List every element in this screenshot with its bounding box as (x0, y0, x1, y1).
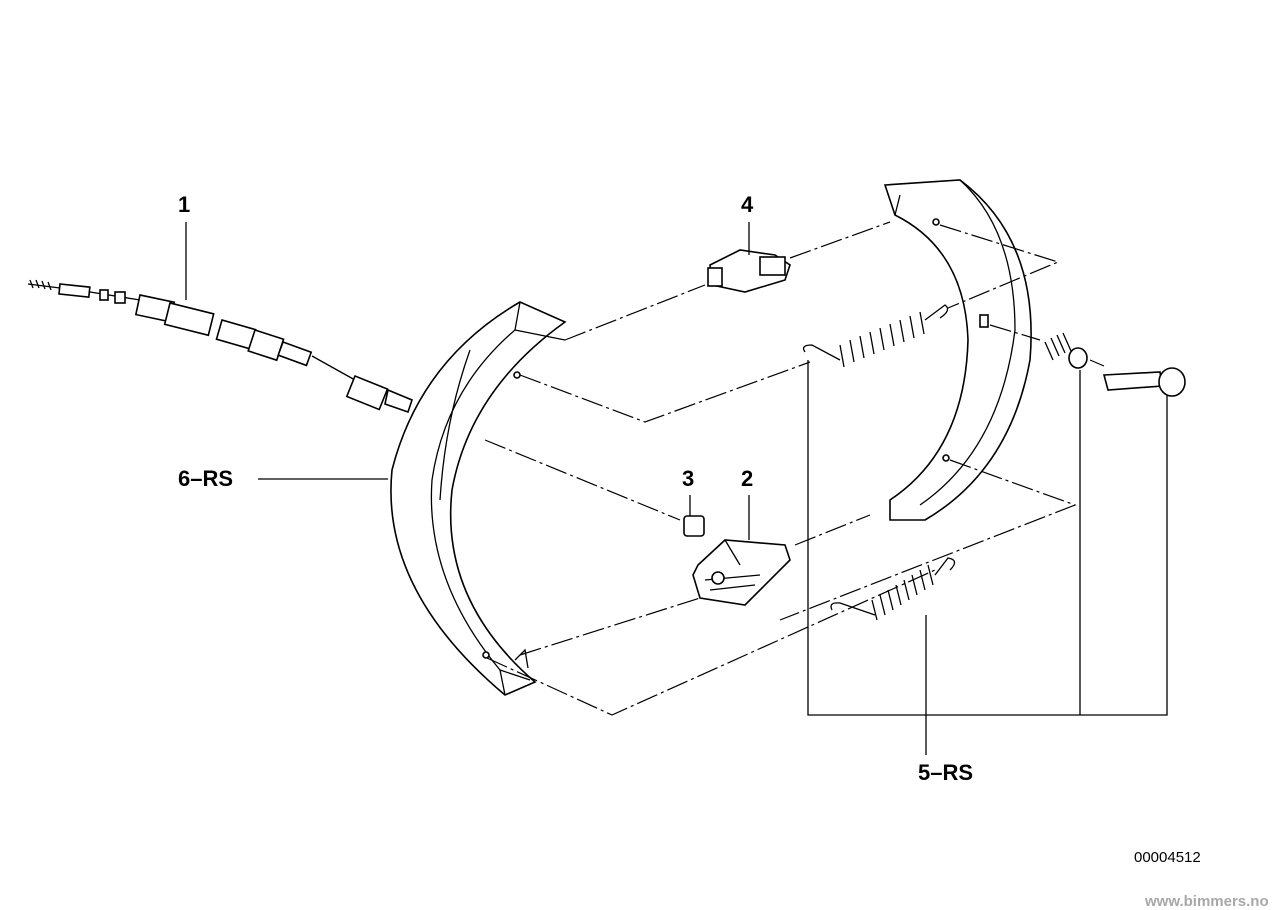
callout-3: 3 (682, 466, 695, 491)
callout-1: 1 (178, 192, 191, 217)
brake-shoe-left (390, 301, 567, 696)
callout-4: 4 (741, 192, 754, 217)
retaining-spring-and-pin (1044, 332, 1186, 397)
callout-2: 2 (741, 466, 754, 491)
brake-shoe-right (883, 179, 1032, 521)
callout-5-rs: 5–RS (918, 760, 974, 785)
expander-part-2 (692, 539, 791, 606)
adjuster-part-4 (707, 249, 791, 293)
lower-spring (830, 557, 956, 621)
watermark: www.bimmers.no (1145, 893, 1269, 910)
leader-lines (185, 222, 1168, 755)
drawing-number: 00004512 (1134, 849, 1201, 866)
handbrake-cable (27, 279, 413, 414)
assembly-lines (484, 221, 1105, 716)
sleeve-part-3 (683, 515, 705, 537)
callout-6-rs: 6–RS (178, 466, 234, 491)
upper-spring (802, 304, 949, 368)
